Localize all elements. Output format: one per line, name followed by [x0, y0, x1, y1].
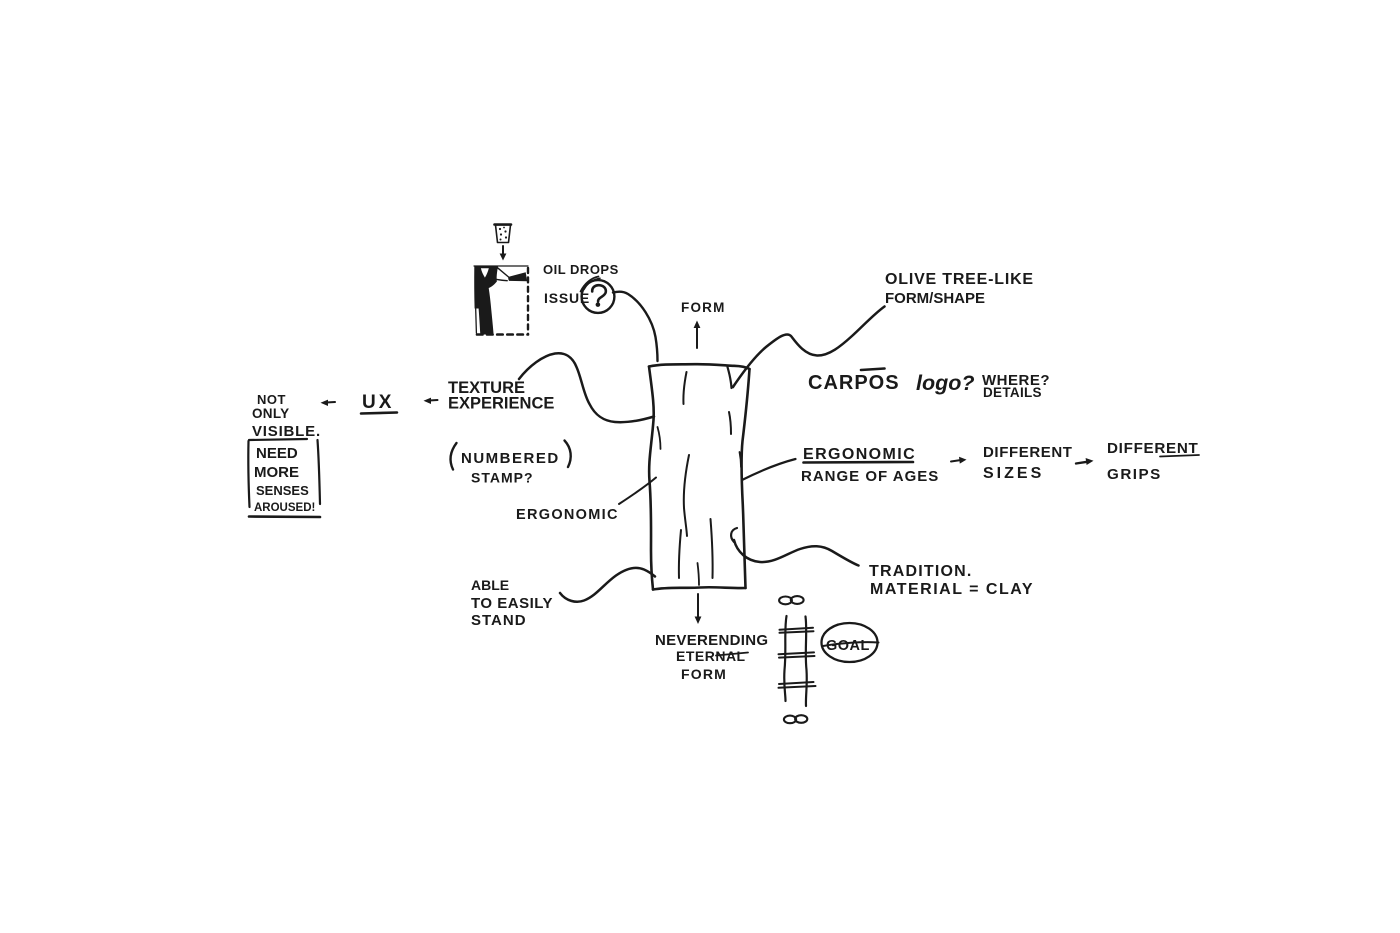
svg-text:GRIPS: GRIPS	[1107, 466, 1162, 483]
svg-text:TEXTURE: TEXTURE	[448, 379, 525, 397]
svg-text:MATERIAL = CLAY: MATERIAL = CLAY	[870, 581, 1034, 598]
svg-text:UX: UX	[362, 392, 394, 413]
svg-text:MORE: MORE	[254, 464, 299, 481]
svg-text:DETAILS: DETAILS	[983, 385, 1042, 400]
svg-text:ONLY: ONLY	[252, 406, 289, 421]
svg-text:FORM: FORM	[681, 300, 726, 315]
svg-text:FORM: FORM	[681, 666, 727, 682]
svg-text:TRADITION.: TRADITION.	[869, 563, 973, 580]
svg-text:WHERE?: WHERE?	[982, 372, 1050, 389]
svg-text:NEVERENDING: NEVERENDING	[655, 632, 768, 649]
svg-text:CARPOS: CARPOS	[808, 372, 900, 394]
svg-text:ABLE: ABLE	[471, 577, 509, 593]
svg-text:DIFFERENT: DIFFERENT	[1107, 440, 1199, 457]
svg-text:NUMBERED: NUMBERED	[461, 450, 560, 467]
svg-text:SENSES: SENSES	[256, 483, 309, 498]
svg-text:STAMP?: STAMP?	[471, 470, 534, 486]
svg-text:OIL DROPS: OIL DROPS	[543, 262, 619, 277]
svg-text:ERGONOMIC: ERGONOMIC	[516, 507, 619, 523]
svg-text:logo?: logo?	[916, 371, 975, 395]
svg-text:SIZES: SIZES	[983, 465, 1044, 482]
svg-text:TO EASILY: TO EASILY	[471, 595, 553, 612]
svg-text:NOT: NOT	[257, 392, 286, 407]
svg-text:FORM/SHAPE: FORM/SHAPE	[885, 290, 985, 307]
svg-text:VISIBLE.: VISIBLE.	[252, 423, 321, 440]
svg-text:OLIVE TREE-LIKE: OLIVE TREE-LIKE	[885, 271, 1034, 288]
svg-text:DIFFERENT: DIFFERENT	[983, 444, 1073, 461]
svg-text:GOAL: GOAL	[826, 638, 870, 654]
svg-text:STAND: STAND	[471, 612, 527, 629]
svg-text:RANGE OF AGES: RANGE OF AGES	[801, 468, 939, 485]
svg-text:EXPERIENCE: EXPERIENCE	[448, 395, 554, 413]
svg-text:ERGONOMIC: ERGONOMIC	[803, 446, 916, 463]
svg-text:ETERNAL: ETERNAL	[676, 648, 746, 664]
svg-text:AROUSED!: AROUSED!	[254, 502, 315, 514]
svg-text:ISSUE: ISSUE	[544, 290, 590, 306]
svg-text:NEED: NEED	[256, 445, 298, 462]
